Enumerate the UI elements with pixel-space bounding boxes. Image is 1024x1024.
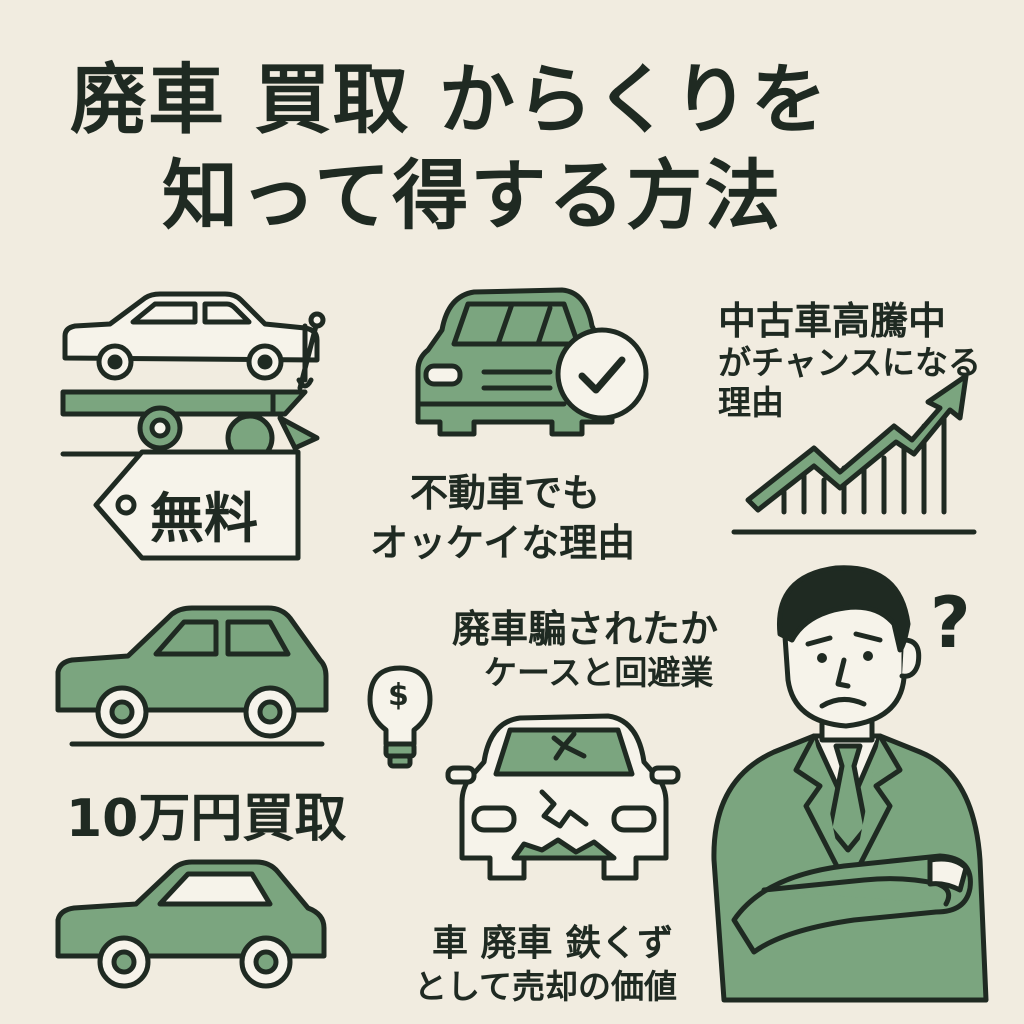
immobile-car-icon <box>415 287 649 437</box>
question-mark-icon: ? <box>930 582 971 664</box>
used-car-label-line-2: がチャンスになる <box>718 343 982 382</box>
green-car-icon <box>55 605 329 747</box>
page-title-line-1: 廃車 買取 からくりを <box>70 55 829 144</box>
used-car-label-line-1: 中古車高騰中 <box>718 299 947 343</box>
page-title-line-2: 知って得する方法 <box>162 151 783 240</box>
lightbulb-dollar-icon <box>367 665 433 769</box>
dollar-sign-icon: $ <box>388 678 409 713</box>
scrap-label-line-1: 車 廃車 鉄くず <box>432 923 674 964</box>
scam-label-line-1: 廃車騙されたか <box>452 607 719 651</box>
free-tag-label: 無料 <box>150 487 258 550</box>
scrap-label-line-2: として売却の価値 <box>414 967 678 1006</box>
immobile-label-line-1: 不動車でも <box>410 471 601 515</box>
damaged-car-icon <box>445 713 681 881</box>
tow-truck-illustration <box>60 291 326 463</box>
price-tag-icon <box>93 449 301 561</box>
price-label: 10万円買取 <box>66 789 347 849</box>
immobile-label-line-2: オッケイな理由 <box>370 521 636 565</box>
used-car-label-line-3: 理由 <box>718 383 784 422</box>
businessman-illustration <box>711 565 989 1003</box>
scam-label-line-2: ケースと回避業 <box>484 653 714 692</box>
small-green-car-icon <box>55 859 327 989</box>
rising-trend-icon <box>731 373 977 535</box>
